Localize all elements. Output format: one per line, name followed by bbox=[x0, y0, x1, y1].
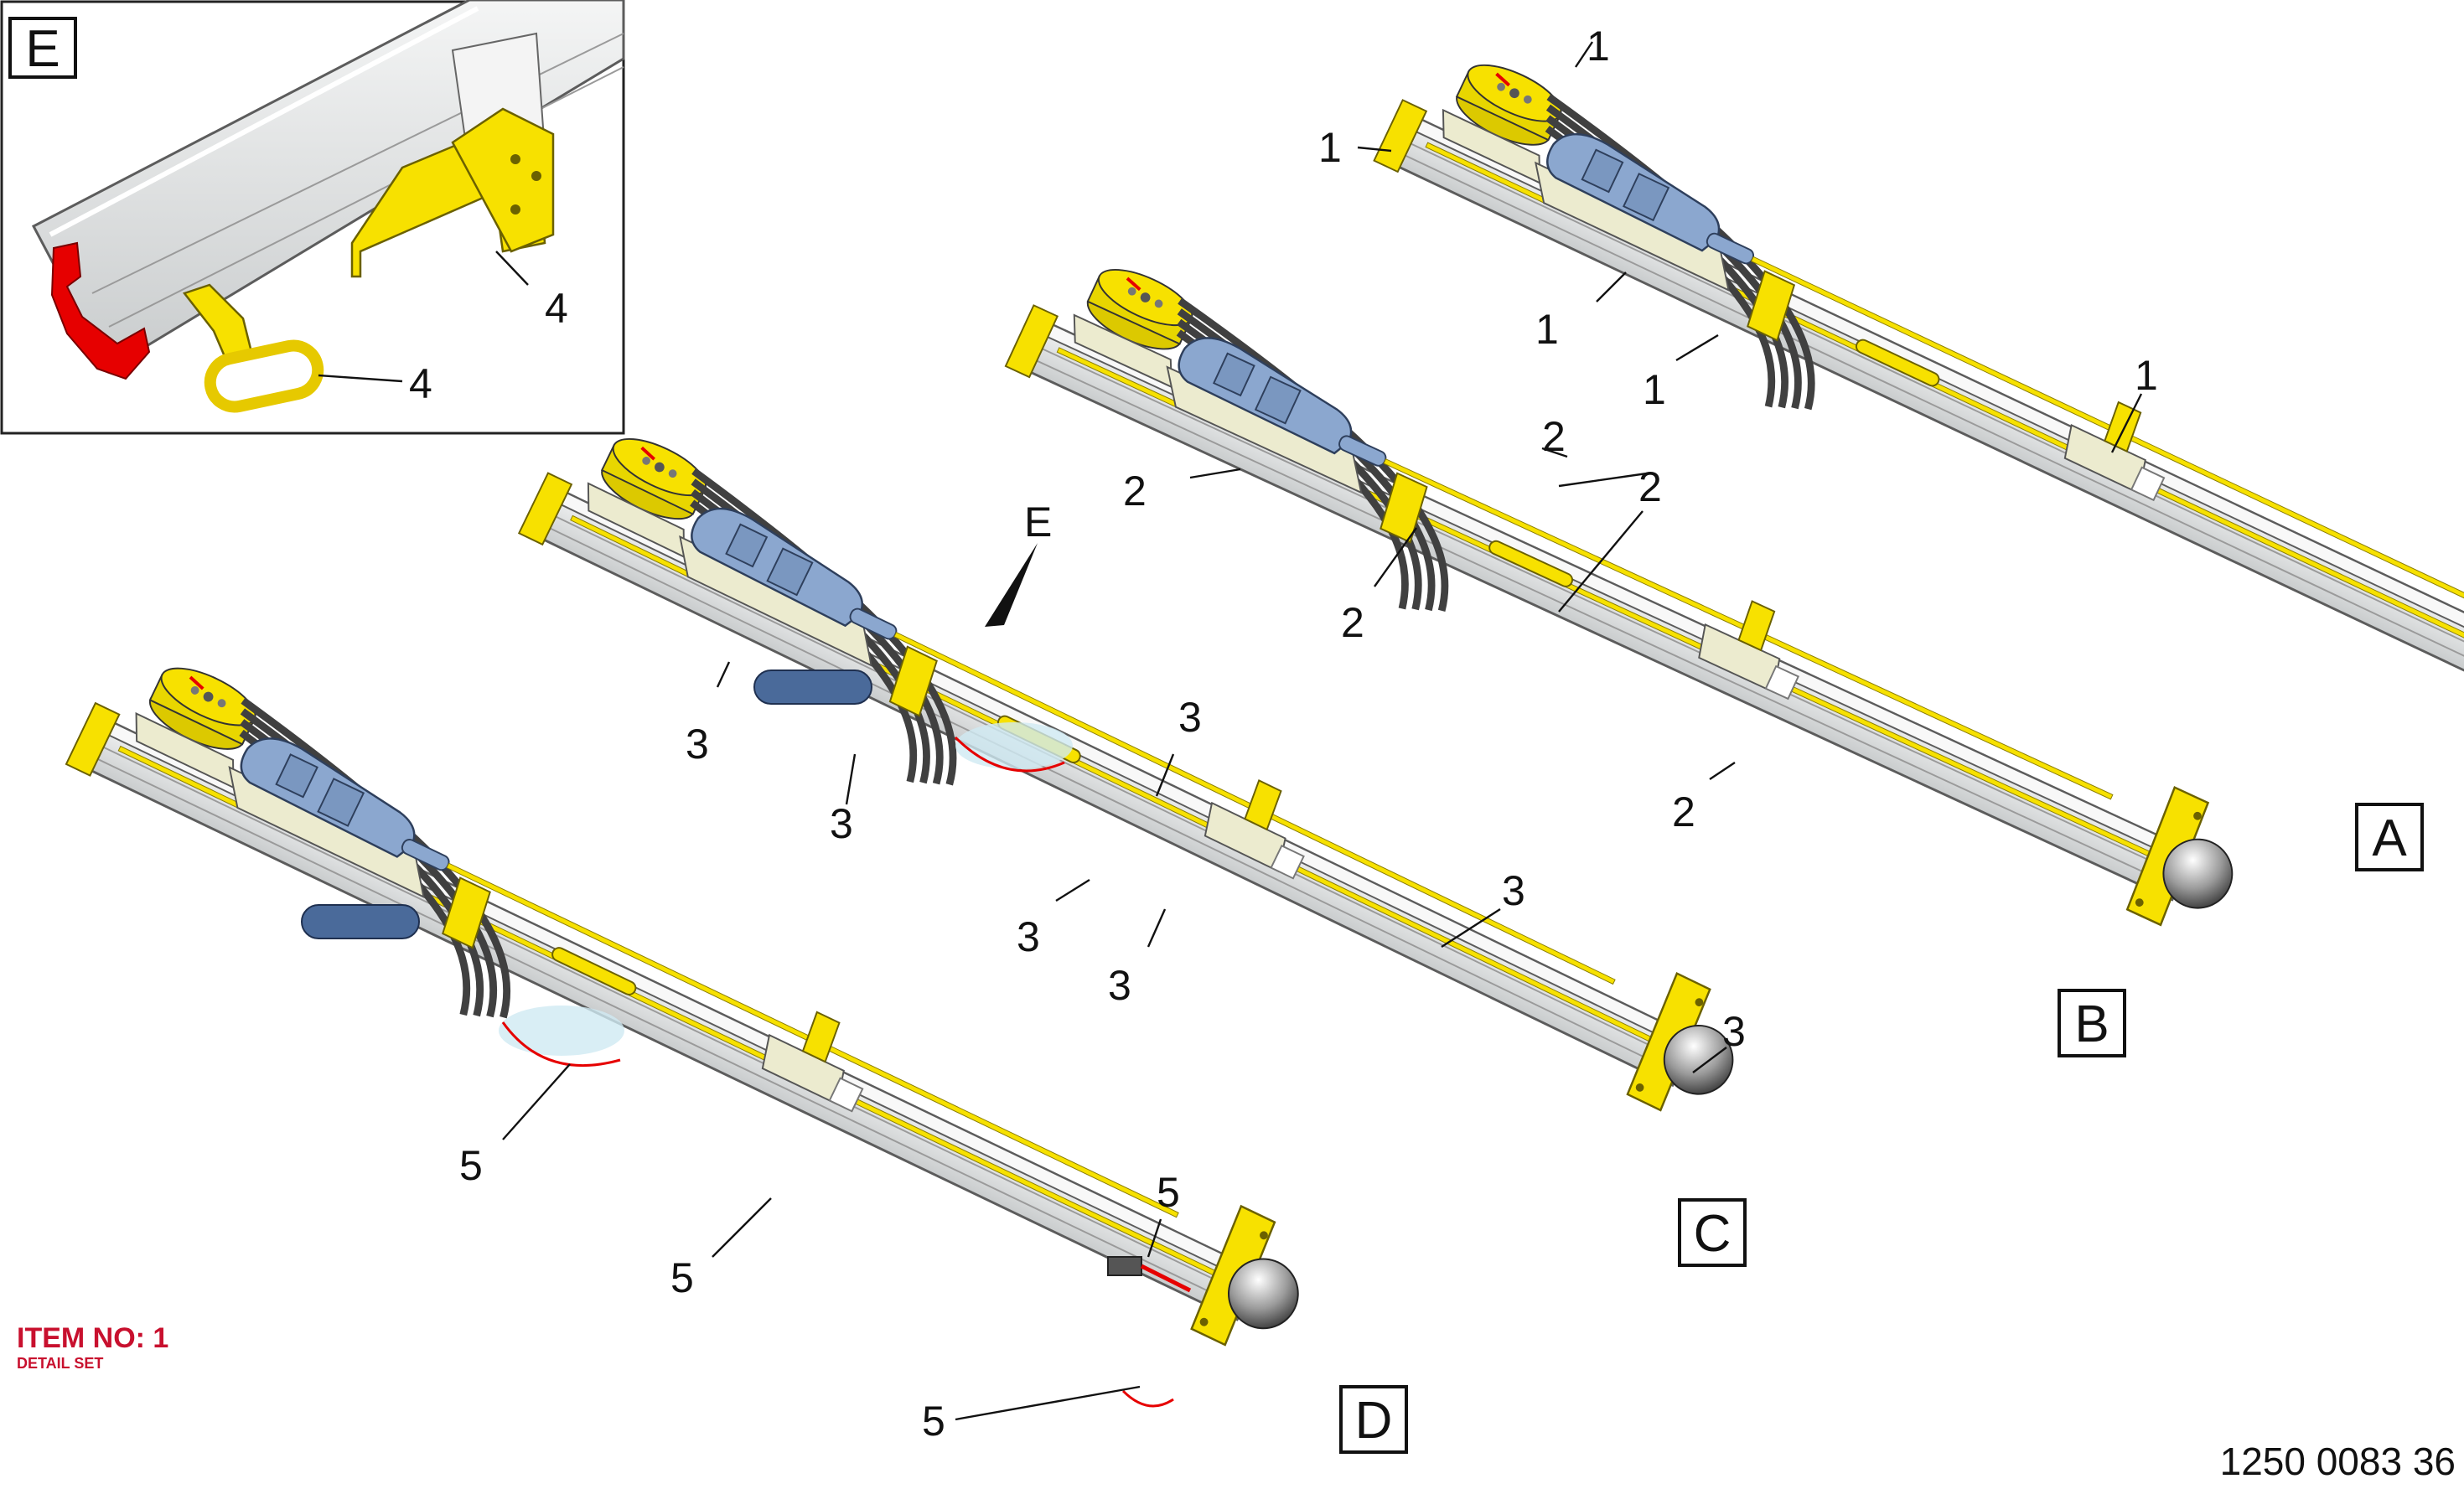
callout-a-2: 1 bbox=[1318, 124, 1342, 171]
assembly-d: 5 5 5 5 D bbox=[43, 636, 1408, 1454]
callout-d-3: 5 bbox=[1157, 1169, 1180, 1216]
callout-b-5: 2 bbox=[1672, 788, 1695, 835]
callout-b-2: 2 bbox=[1123, 468, 1147, 514]
callout-detail-e-4b: 4 bbox=[409, 360, 432, 407]
assembly-c: E 3 3 3 3 3 3 3 C bbox=[495, 407, 1773, 1267]
callout-c-1: 3 bbox=[686, 721, 709, 768]
callout-c-7: 3 bbox=[1722, 1008, 1746, 1055]
callout-d-2: 5 bbox=[670, 1254, 694, 1301]
callout-b-1: 2 bbox=[1542, 413, 1566, 460]
detail-e-drawing bbox=[31, 0, 625, 413]
callout-d-1: 5 bbox=[459, 1142, 483, 1189]
view-label-b: B bbox=[2074, 995, 2109, 1053]
callout-a-5: 1 bbox=[2135, 352, 2158, 399]
callout-a-4: 1 bbox=[1643, 366, 1666, 413]
callout-d-4: 5 bbox=[922, 1398, 945, 1445]
view-label-a: A bbox=[2372, 809, 2407, 867]
callout-b-3: 2 bbox=[1638, 463, 1662, 510]
drawing-number: 1250 0083 36 bbox=[2220, 1440, 2456, 1483]
view-label-d: D bbox=[1355, 1392, 1393, 1450]
detail-e-label: E bbox=[25, 20, 60, 78]
callout-c-6: 3 bbox=[1502, 867, 1525, 914]
assembly-b: 2 2 2 2 2 B bbox=[983, 239, 2271, 1057]
callout-c-3: 3 bbox=[1178, 694, 1202, 741]
assembly-a: 1 1 1 1 1 A bbox=[1318, 23, 2464, 871]
callout-a-3: 1 bbox=[1535, 306, 1559, 353]
callout-c-5: 3 bbox=[1108, 962, 1131, 1009]
callout-detail-e-4a: 4 bbox=[545, 285, 568, 332]
view-label-c: C bbox=[1694, 1205, 1732, 1263]
callout-c-2: 3 bbox=[830, 800, 853, 847]
detail-set-label: DETAIL SET bbox=[17, 1355, 103, 1372]
callout-c-4: 3 bbox=[1017, 913, 1040, 960]
item-number: ITEM NO: 1 bbox=[17, 1322, 168, 1354]
detail-e-inset: E 4 4 bbox=[0, 0, 625, 435]
callout-a-1: 1 bbox=[1587, 23, 1610, 70]
callout-b-4: 2 bbox=[1341, 599, 1364, 646]
callout-detail-pointer-e: E bbox=[1024, 499, 1052, 545]
